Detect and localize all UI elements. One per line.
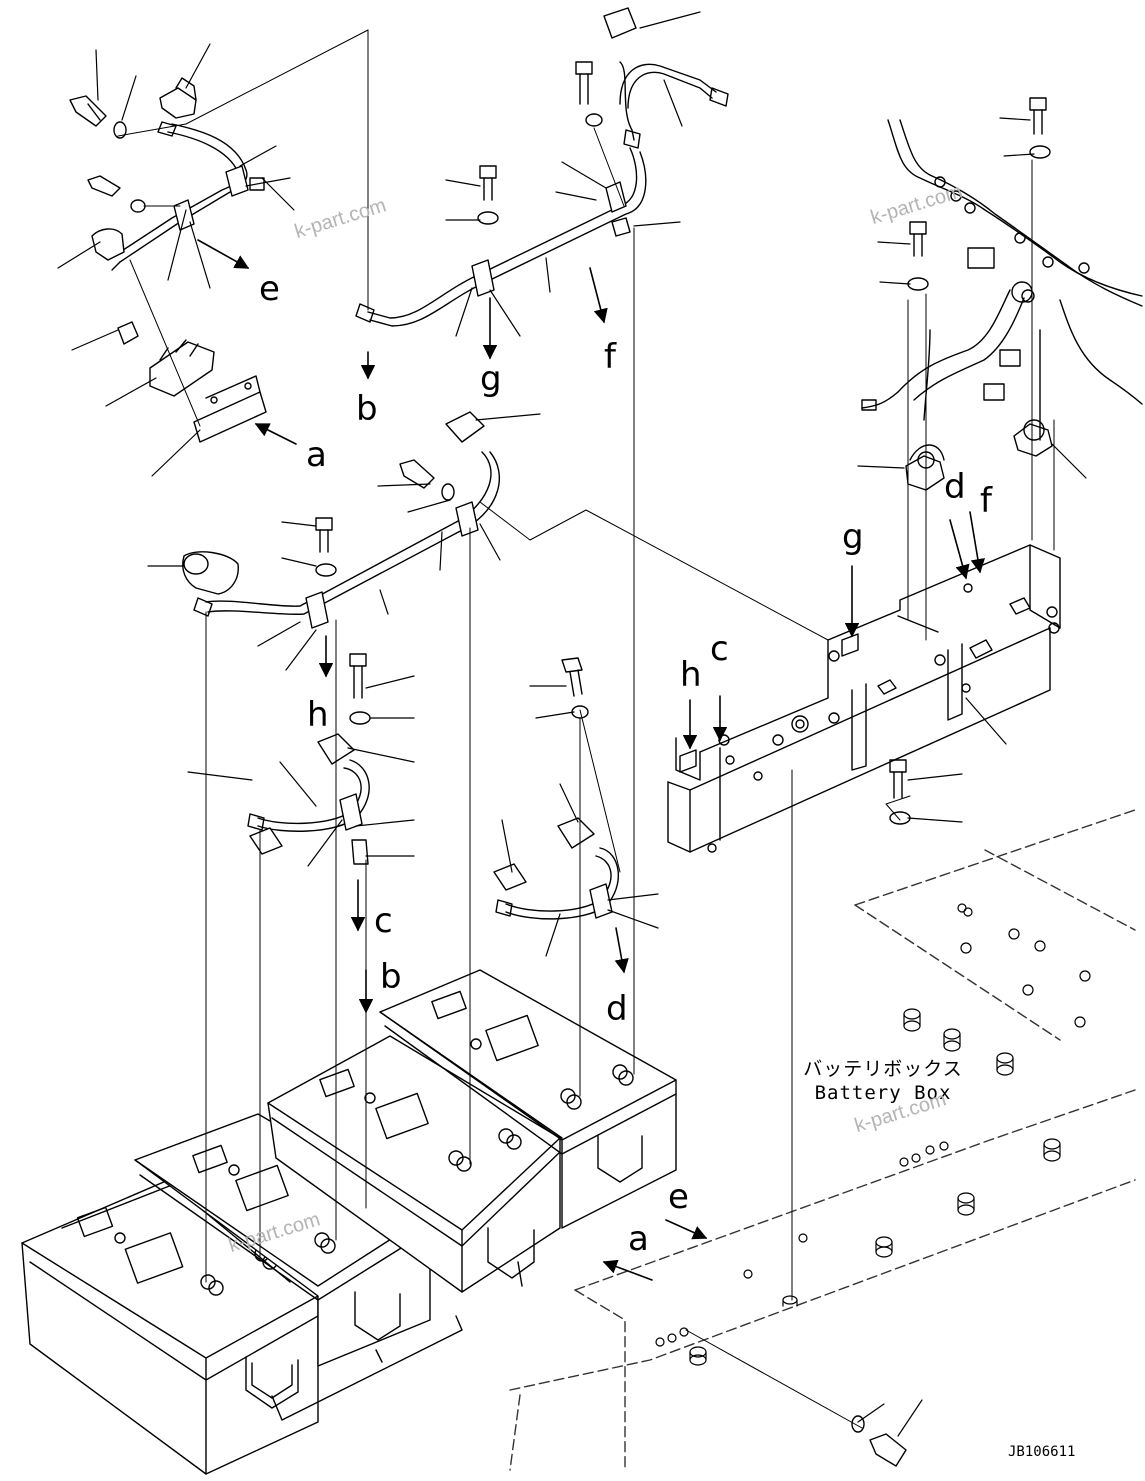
callout-h-bracket: h — [680, 655, 702, 695]
callout-d-bracket: d — [944, 467, 966, 507]
battery-relay-right — [1014, 420, 1052, 456]
callout-e-lower: e — [668, 1177, 689, 1217]
terminal-cover-mid-left — [183, 552, 239, 594]
callout-f-bracket: f — [980, 481, 992, 521]
callout-arrows — [198, 240, 985, 1280]
cable-top-left — [112, 122, 248, 270]
callout-c-bracket: c — [710, 629, 729, 669]
battery-box — [510, 810, 1135, 1470]
battery-leaders — [272, 1262, 522, 1420]
callout-h-left: h — [307, 695, 329, 735]
callout-c-lower: c — [374, 901, 393, 941]
fuse-cover — [118, 322, 266, 442]
terminal-cover-top-left — [160, 78, 196, 118]
wire-harness — [862, 120, 1142, 440]
callout-g-top: g — [480, 359, 502, 399]
cable-lower-right — [494, 818, 618, 919]
cable-top-right — [604, 8, 728, 108]
callout-g-bracket: g — [842, 517, 864, 557]
cable-top-center — [356, 62, 646, 326]
drawing-code: JB106611 — [1008, 1444, 1076, 1460]
callout-b-top: b — [356, 389, 378, 429]
callout-d-lower: d — [606, 989, 628, 1029]
battery-box-bosses — [656, 904, 1090, 1365]
battery-bracket — [668, 545, 1060, 852]
callout-f-top: f — [604, 337, 616, 377]
callout-e-top: e — [259, 269, 280, 309]
battery-box-label-en: Battery Box — [814, 1081, 952, 1104]
leader-lines — [58, 12, 1086, 1436]
battery-relay-left — [906, 445, 944, 490]
callout-a-top: a — [306, 435, 327, 475]
callout-a-lower: a — [628, 1219, 649, 1259]
battery-box-label-jp: バッテリボックス — [803, 1058, 963, 1080]
cable-middle — [194, 412, 499, 628]
callout-b-lower: b — [380, 957, 402, 997]
terminal-cover-left — [92, 229, 124, 260]
battery-rear-right — [380, 970, 676, 1228]
cable-lower-left — [248, 734, 369, 864]
battery-box-caption: バッテリボックス Battery Box — [796, 1058, 970, 1106]
alignment-lines — [118, 30, 1054, 1428]
